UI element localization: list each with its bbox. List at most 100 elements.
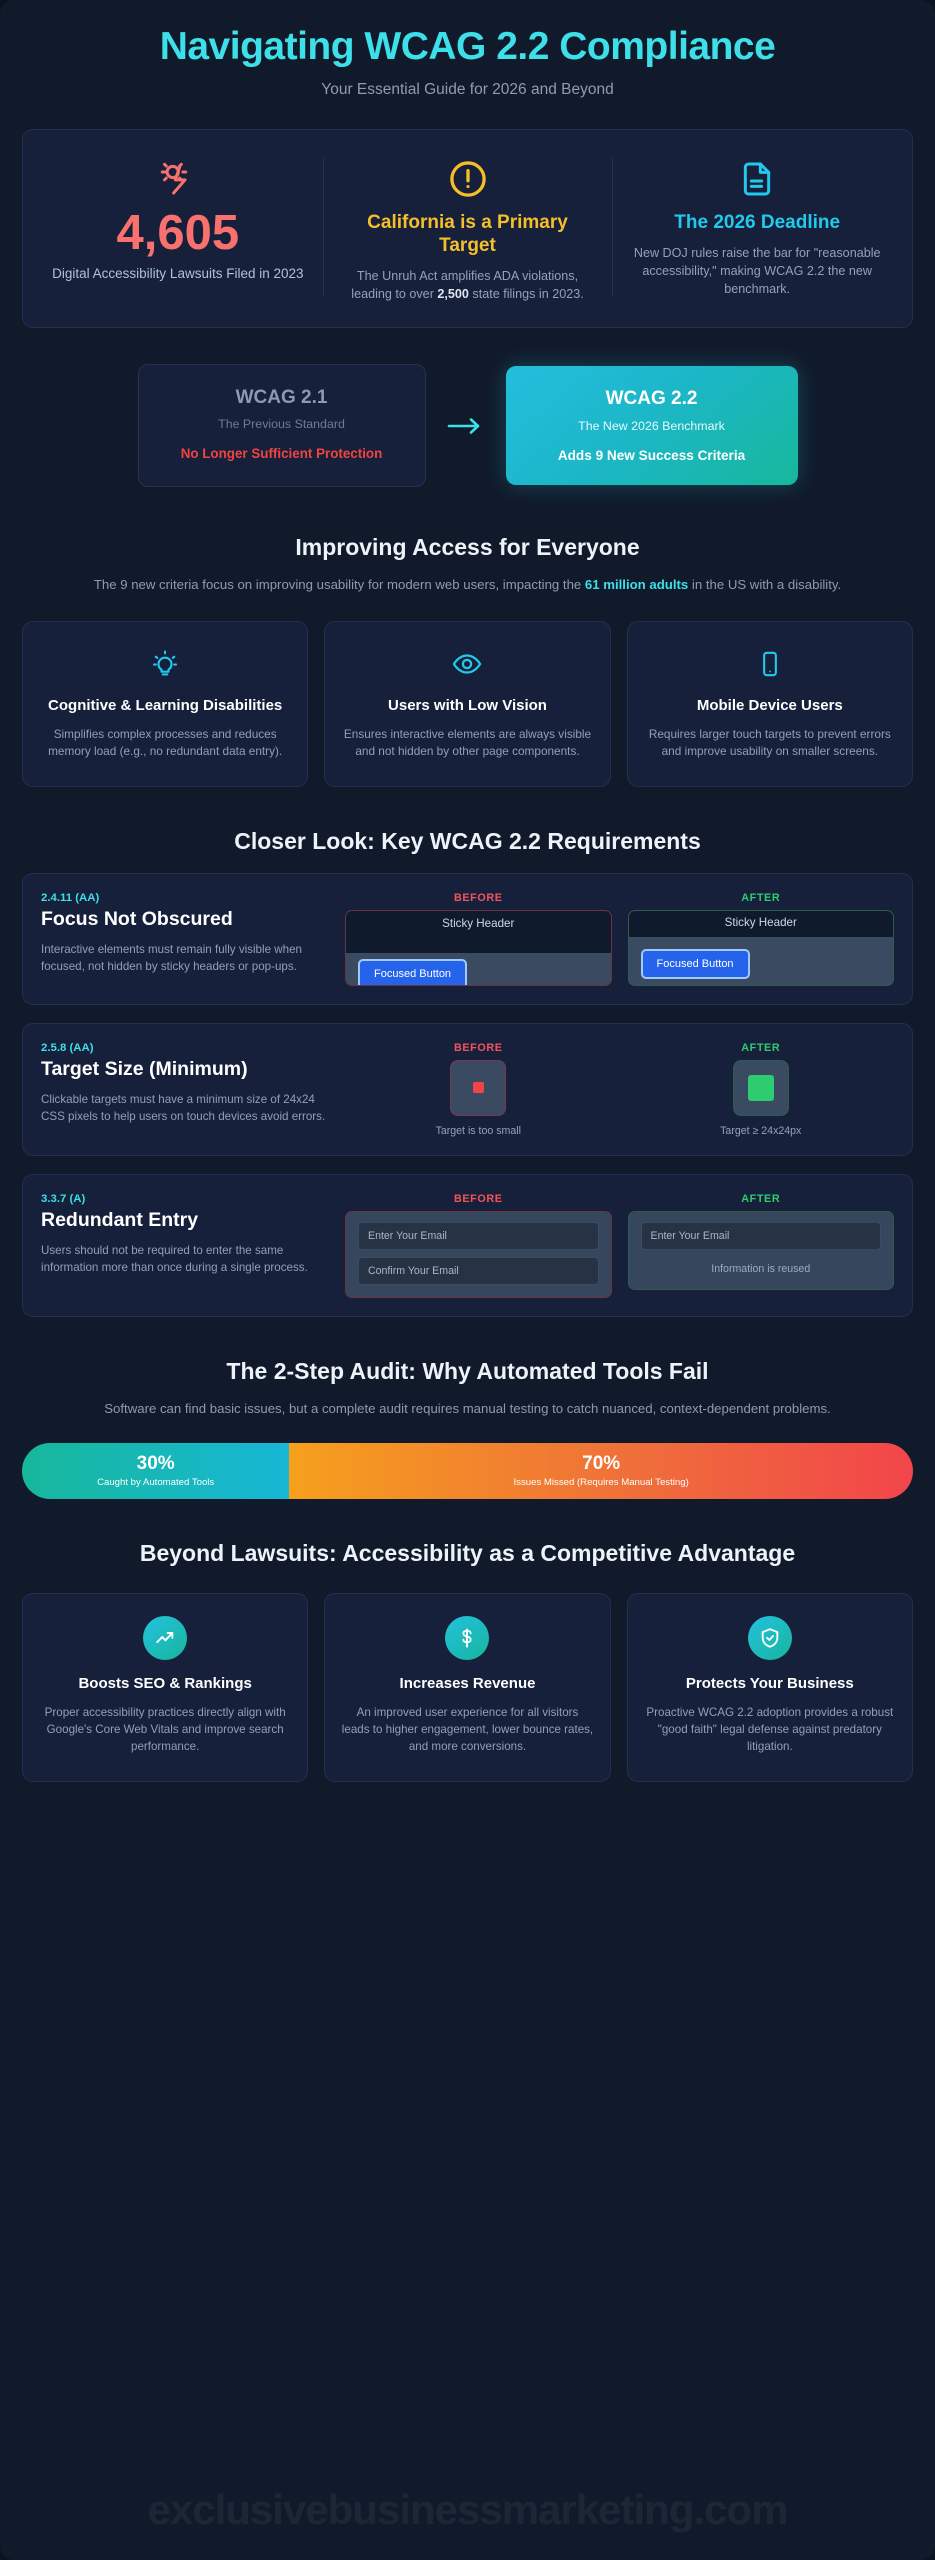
- stat-deadline: The 2026 Deadline New DOJ rules raise th…: [612, 152, 902, 303]
- audience-card-title: Cognitive & Learning Disabilities: [48, 697, 283, 715]
- page-header: Navigating WCAG 2.2 Compliance Your Esse…: [22, 0, 913, 113]
- after-preview: Sticky Header Focused Button: [627, 909, 894, 986]
- requirement-text: 3.3.7 (A) Redundant Entry Users should n…: [41, 1193, 331, 1298]
- audience-card-desc: Simplifies complex processes and reduces…: [48, 726, 283, 758]
- benefit-title: Boosts SEO & Rankings: [78, 1675, 252, 1693]
- after-label: AFTER: [741, 1192, 781, 1205]
- bar-segment-automated: 30% Caught by Automated Tools: [22, 1443, 290, 1500]
- dollar-icon: [445, 1616, 490, 1661]
- new-version-subtitle: The New 2026 Benchmark: [578, 419, 725, 433]
- before-form: Enter Your Email Confirm Your Email: [345, 1210, 612, 1298]
- before-preview: Sticky Header Focused Button: [345, 909, 612, 986]
- audience-intro-post: in the US with a disability.: [688, 576, 842, 592]
- bar-segment-manual: 70% Issues Missed (Requires Manual Testi…: [289, 1443, 913, 1500]
- benefit-title: Increases Revenue: [399, 1675, 536, 1693]
- audience-card-title: Mobile Device Users: [696, 697, 843, 715]
- mobile-phone-icon: [646, 644, 894, 684]
- segment-label: Caught by Automated Tools: [97, 1477, 215, 1489]
- version-comparison: WCAG 2.1 The Previous Standard No Longer…: [22, 356, 913, 492]
- requirement-focus-not-obscured: 2.4.11 (AA) Focus Not Obscured Interacti…: [22, 872, 913, 1005]
- warning-circle-icon: [339, 156, 597, 202]
- requirement-criterion: 3.3.7 (A): [41, 1192, 86, 1205]
- demo-before: BEFORE Sticky Header Focused Button: [345, 892, 612, 986]
- audience-card-low-vision: Users with Low Vision Ensures interactiv…: [324, 621, 611, 787]
- wcag-22-card: WCAG 2.2 The New 2026 Benchmark Adds 9 N…: [505, 366, 798, 485]
- focused-button[interactable]: Focused Button: [358, 958, 468, 985]
- large-target-dot[interactable]: [747, 1074, 774, 1101]
- stat-number: 4,605: [116, 206, 240, 261]
- audit-split-bar: 30% Caught by Automated Tools 70% Issues…: [22, 1443, 913, 1500]
- benefits-heading: Beyond Lawsuits: Accessibility as a Comp…: [139, 1540, 796, 1567]
- segment-percent: 30%: [136, 1453, 175, 1475]
- page-title: Navigating WCAG 2.2 Compliance: [159, 25, 776, 68]
- after-label: AFTER: [741, 891, 781, 904]
- after-label: AFTER: [741, 1041, 781, 1054]
- before-caption: Target is too small: [435, 1124, 521, 1137]
- new-version-status: Adds 9 New Success Criteria: [557, 448, 746, 463]
- stat-heading: The 2026 Deadline: [674, 212, 841, 234]
- requirement-text: 2.5.8 (AA) Target Size (Minimum) Clickab…: [41, 1042, 331, 1137]
- email-field[interactable]: Enter Your Email: [358, 1221, 599, 1250]
- shield-check-icon: [747, 1616, 792, 1661]
- lightbulb-icon: [41, 644, 289, 684]
- before-label: BEFORE: [453, 1041, 503, 1054]
- requirement-text: 2.4.11 (AA) Focus Not Obscured Interacti…: [41, 892, 331, 986]
- small-target-box: [450, 1059, 507, 1116]
- requirement-criterion: 2.5.8 (AA): [41, 1041, 94, 1054]
- key-stats-panel: 4,605 Digital Accessibility Lawsuits Fil…: [22, 129, 913, 329]
- benefits-card-row: Boosts SEO & Rankings Proper accessibili…: [22, 1593, 913, 1822]
- benefit-desc: An improved user experience for all visi…: [341, 1705, 594, 1754]
- demo-after: AFTER Enter Your Email Information is re…: [627, 1192, 894, 1298]
- stat-body-bold: 2,500: [437, 286, 469, 301]
- trending-up-icon: [143, 1616, 188, 1661]
- before-label: BEFORE: [453, 891, 503, 904]
- requirements-heading: Closer Look: Key WCAG 2.2 Requirements: [234, 827, 701, 854]
- audience-card-title: Users with Low Vision: [388, 697, 547, 715]
- stat-body-post: state filings in 2023.: [468, 286, 584, 301]
- after-form: Enter Your Email Information is reused: [627, 1210, 894, 1290]
- requirement-target-size: 2.5.8 (AA) Target Size (Minimum) Clickab…: [22, 1022, 913, 1156]
- small-target-dot[interactable]: [472, 1082, 484, 1094]
- requirement-redundant-entry: 3.3.7 (A) Redundant Entry Users should n…: [22, 1173, 913, 1317]
- requirement-criterion: 2.4.11 (AA): [41, 891, 100, 904]
- requirement-title: Target Size (Minimum): [41, 1057, 248, 1080]
- audience-card-desc: Requires larger touch targets to prevent…: [648, 726, 891, 758]
- stat-heading: California is a Primary Target: [367, 212, 568, 256]
- stat-california: California is a Primary Target The Unruh…: [322, 152, 613, 303]
- wcag-21-card: WCAG 2.1 The Previous Standard No Longer…: [137, 364, 426, 487]
- benefit-card-revenue: Increases Revenue An improved user exper…: [324, 1593, 611, 1783]
- audience-intro-bold: 61 million adults: [584, 576, 689, 592]
- benefit-card-protection: Protects Your Business Proactive WCAG 2.…: [626, 1593, 913, 1783]
- demo-before: BEFORE Enter Your Email Confirm Your Ema…: [345, 1193, 612, 1298]
- benefit-desc: Proper accessibility practices directly …: [44, 1705, 286, 1754]
- requirement-title: Focus Not Obscured: [41, 907, 233, 930]
- stat-lawsuits: 4,605 Digital Accessibility Lawsuits Fil…: [33, 152, 323, 303]
- demo-after: AFTER Target ≥ 24x24px: [628, 1042, 895, 1137]
- requirement-desc: Clickable targets must have a minimum si…: [41, 1092, 326, 1123]
- document-icon: [628, 156, 886, 202]
- confirm-email-field[interactable]: Confirm Your Email: [358, 1256, 599, 1285]
- sticky-header: Sticky Header: [346, 910, 611, 953]
- focused-button[interactable]: Focused Button: [640, 948, 750, 979]
- email-field[interactable]: Enter Your Email: [640, 1221, 881, 1250]
- sticky-header: Sticky Header: [628, 910, 893, 937]
- stat-body: New DOJ rules raise the bar for "reasona…: [633, 245, 881, 296]
- audit-heading: The 2-Step Audit: Why Automated Tools Fa…: [226, 1357, 709, 1384]
- arrow-right-icon: [444, 415, 488, 437]
- audience-card-row: Cognitive & Learning Disabilities Simpli…: [22, 621, 913, 787]
- requirement-demos: BEFORE Sticky Header Focused Button AFTE…: [345, 892, 894, 986]
- eye-icon: [343, 644, 591, 684]
- benefit-desc: Proactive WCAG 2.2 adoption provides a r…: [646, 1705, 894, 1754]
- audience-heading: Improving Access for Everyone: [295, 533, 640, 560]
- requirement-desc: Users should not be required to enter th…: [41, 1243, 308, 1274]
- new-version-label: WCAG 2.2: [605, 388, 698, 409]
- segment-percent: 70%: [582, 1453, 621, 1475]
- stat-body-pre: The Unruh Act amplifies ADA violations, …: [351, 268, 579, 301]
- gavel-icon: [49, 156, 307, 202]
- segment-label: Issues Missed (Requires Manual Testing): [513, 1477, 689, 1489]
- audit-intro: Software can find basic issues, but a co…: [104, 1400, 831, 1416]
- requirement-desc: Interactive elements must remain fully v…: [41, 942, 302, 973]
- audience-card-cognitive: Cognitive & Learning Disabilities Simpli…: [22, 621, 309, 787]
- old-version-subtitle: The Previous Standard: [218, 417, 345, 432]
